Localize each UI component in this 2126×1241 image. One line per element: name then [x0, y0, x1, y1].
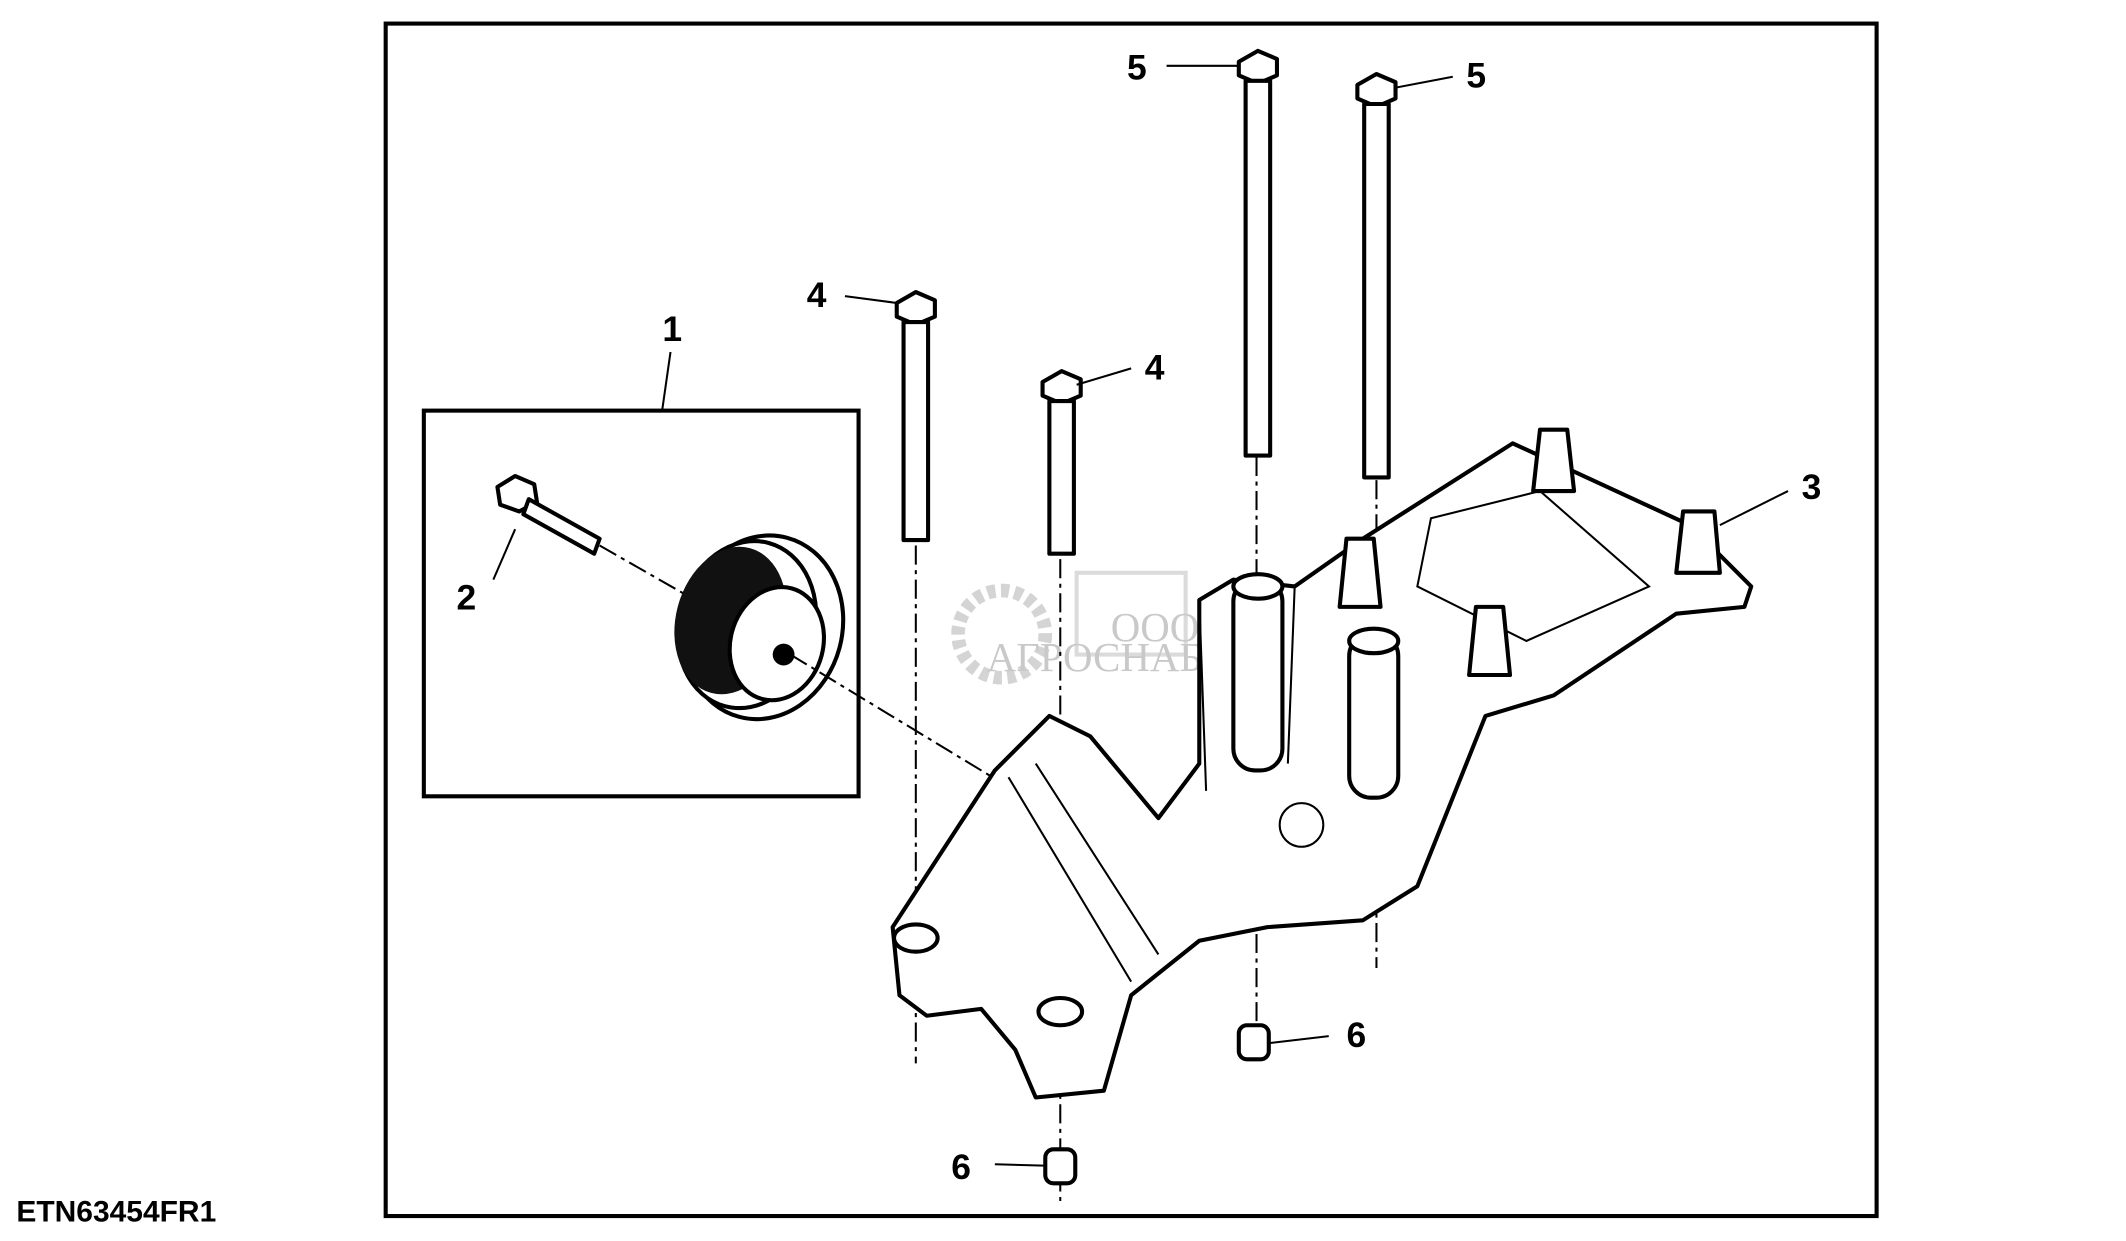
callout-5b: 5	[1466, 56, 1486, 96]
figure-id: ETN63454FR1	[16, 1196, 216, 1229]
watermark-text: АГРОСНАБ	[987, 635, 1203, 680]
callout-4b: 4	[1145, 347, 1165, 387]
dowel-6a	[1236, 1023, 1329, 1062]
cap-screw-4b	[1040, 369, 1083, 556]
callout-3: 3	[1802, 467, 1822, 507]
dowel-6b	[994, 1147, 1078, 1186]
cap-screw-4a	[894, 290, 937, 543]
callout-5a: 5	[1127, 47, 1147, 87]
idler-pulley	[674, 533, 846, 722]
diagram-frame	[383, 21, 1879, 1219]
callout-6b: 6	[951, 1147, 971, 1187]
callout-1: 1	[662, 309, 682, 349]
bracket	[890, 427, 1754, 1100]
callout-6a: 6	[1346, 1015, 1366, 1055]
callout-4a: 4	[807, 275, 827, 315]
cap-screw-5b	[1355, 71, 1398, 480]
cap-screw-5a	[1236, 48, 1280, 458]
pulley-inset-box	[421, 408, 861, 799]
watermark-prefix: ООО	[1111, 605, 1200, 650]
watermark-logo: ООО АГРОСНАБ	[951, 570, 1203, 685]
callout-2: 2	[457, 578, 477, 618]
